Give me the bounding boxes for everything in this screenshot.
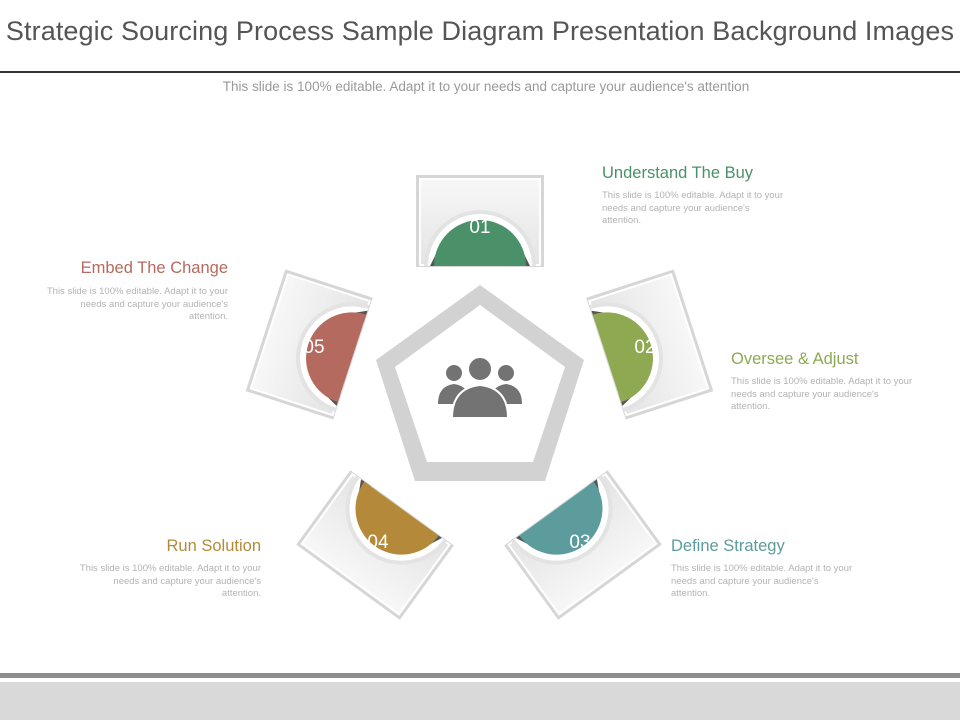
step-02-description: This slide is 100% editable. Adapt it to… — [731, 376, 913, 412]
step-03-description: This slide is 100% editable. Adapt it to… — [671, 563, 853, 599]
step-04-number: 04 — [367, 532, 389, 553]
step-02-node — [586, 269, 714, 420]
step-05-number: 05 — [303, 337, 324, 358]
step-01-number: 01 — [469, 217, 490, 238]
step-05-node — [245, 269, 373, 420]
step-02-badge — [592, 312, 653, 403]
step-03-number: 03 — [569, 532, 590, 553]
step-01-node — [416, 175, 544, 267]
people-group-icon — [438, 356, 522, 419]
step-03-badge — [519, 481, 603, 555]
step-05-title: Embed The Change — [80, 259, 228, 277]
step-01-description: This slide is 100% editable. Adapt it to… — [602, 190, 784, 226]
footer-divider — [0, 673, 960, 678]
step-01-badge — [434, 220, 526, 266]
step-04-badge — [355, 481, 439, 555]
slide-title: Strategic Sourcing Process Sample Diagra… — [5, 16, 955, 46]
footer-band — [0, 682, 960, 720]
title-divider — [0, 71, 960, 73]
step-02-number: 02 — [634, 337, 655, 358]
step-03-title: Define Strategy — [671, 537, 785, 555]
center-pentagon-inner — [395, 305, 565, 462]
step-04-title: Run Solution — [166, 537, 261, 555]
step-01-title: Understand The Buy — [602, 164, 754, 182]
step-05-badge — [306, 312, 367, 403]
step-05-description: This slide is 100% editable. Adapt it to… — [46, 286, 228, 322]
step-02-title: Oversee & Adjust — [731, 350, 859, 368]
step-03-node — [504, 470, 662, 620]
slide-subtitle: This slide is 100% editable. Adapt it to… — [222, 79, 750, 94]
step-04-node — [296, 470, 454, 620]
step-04-description: This slide is 100% editable. Adapt it to… — [79, 563, 261, 599]
